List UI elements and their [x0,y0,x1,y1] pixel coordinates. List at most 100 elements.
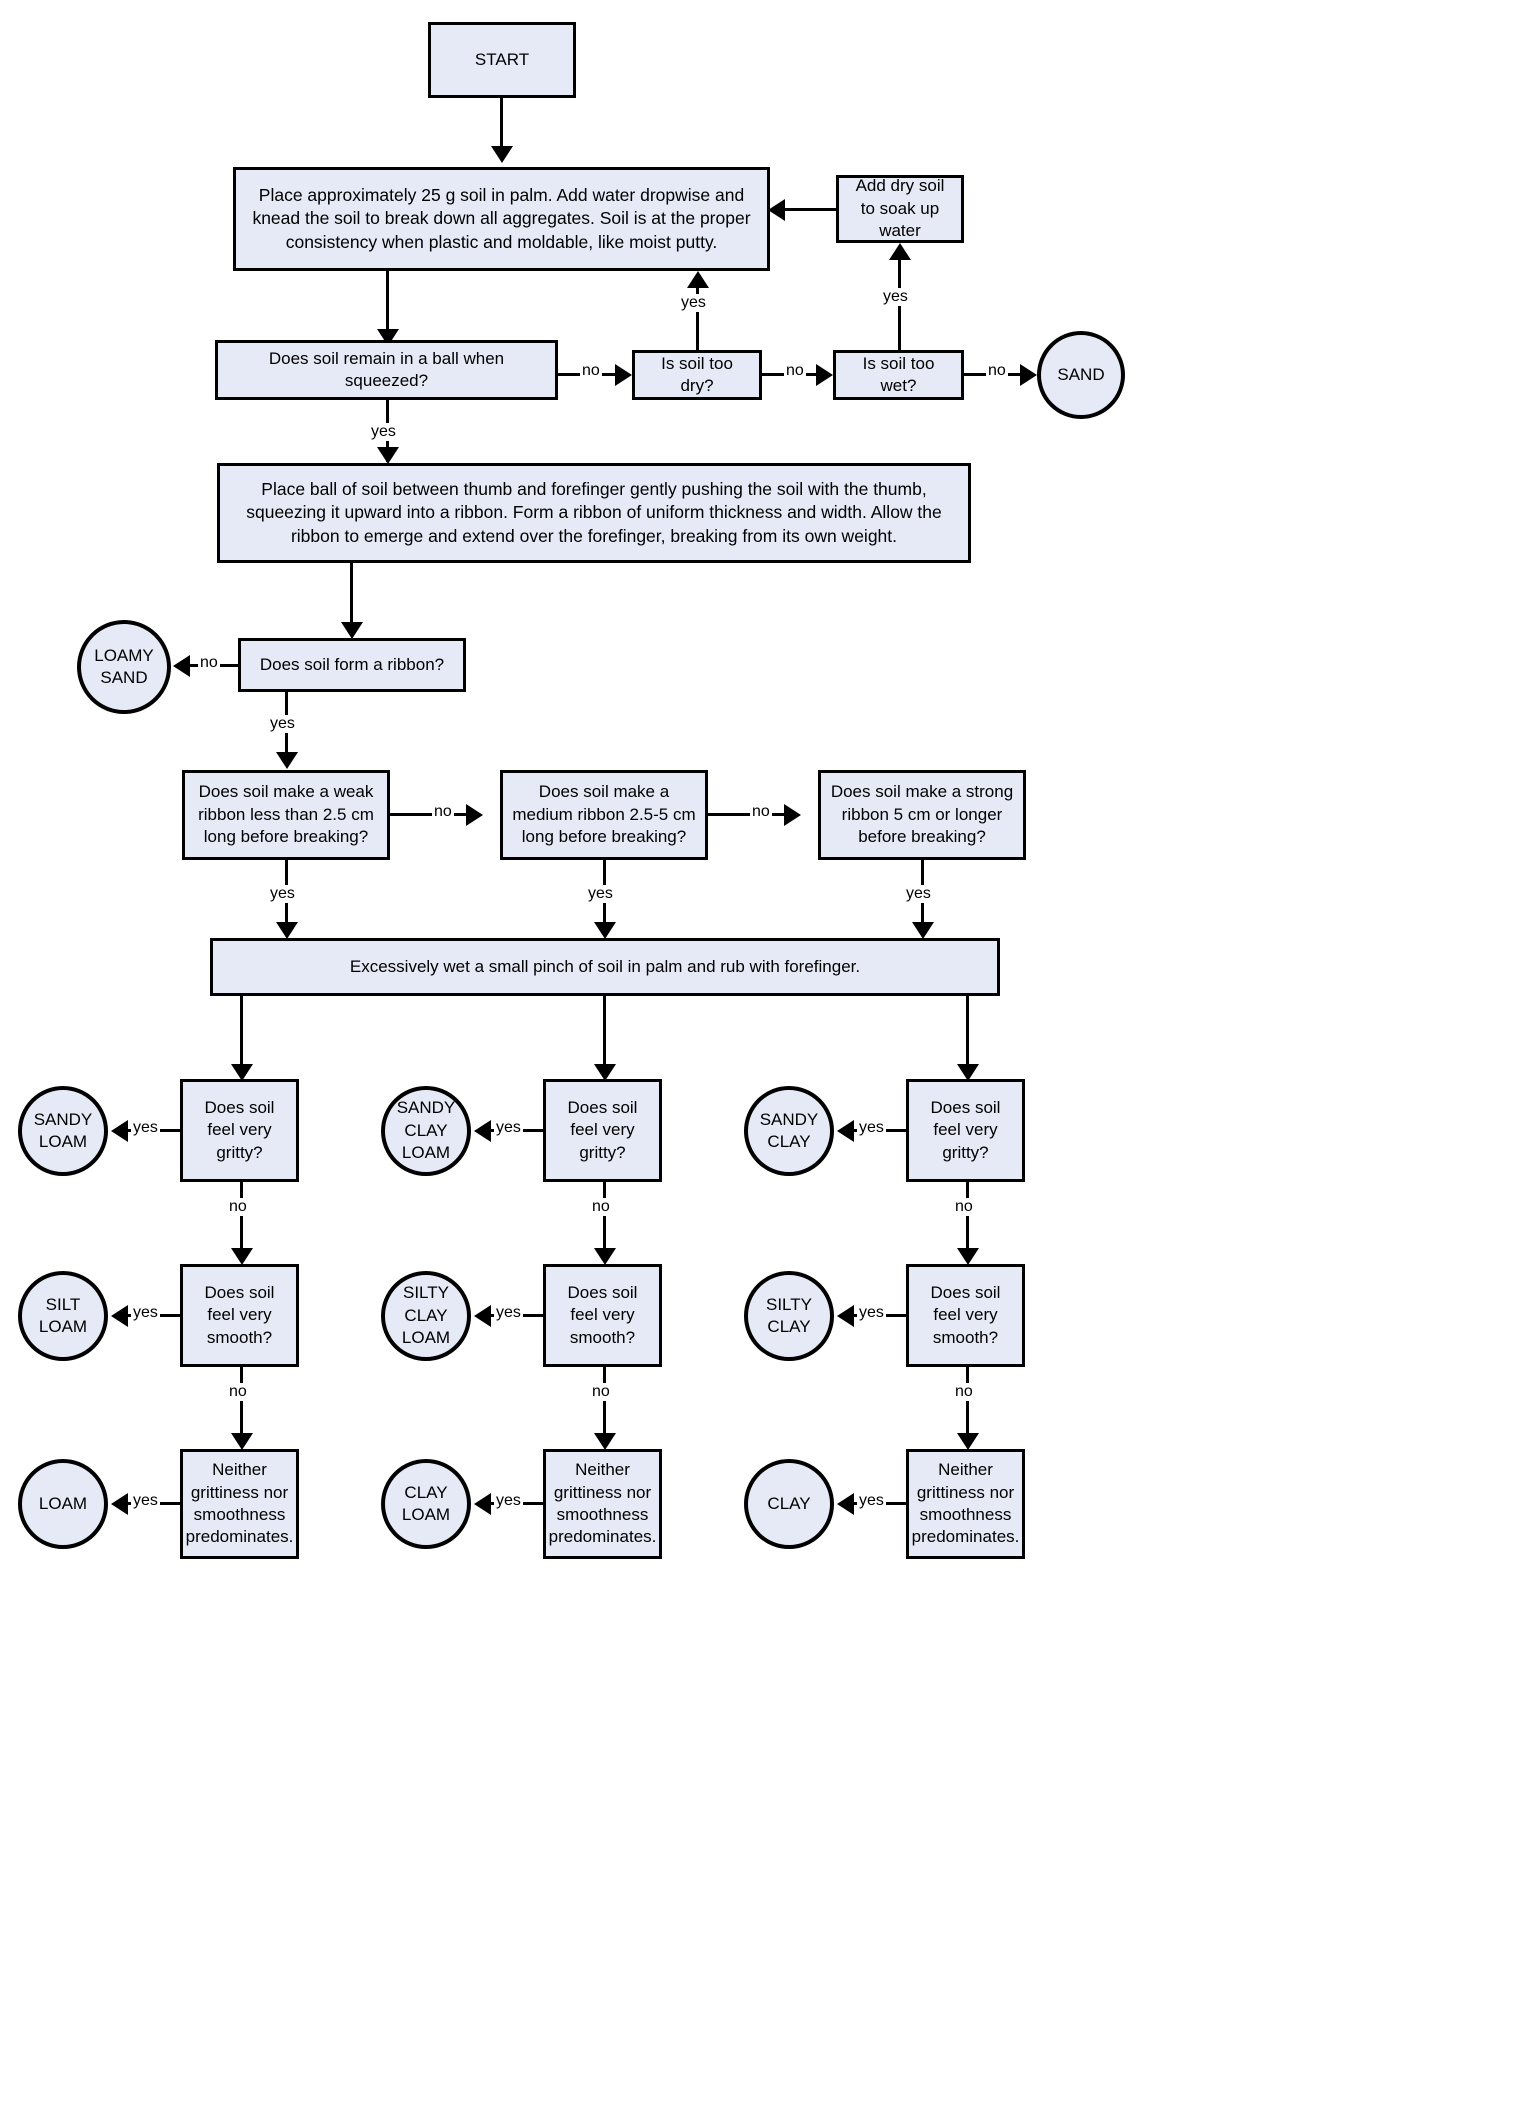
node-ball[interactable]: Does soil remain in a ball when squeezed… [215,340,558,400]
node-medium-ribbon[interactable]: Does soil make a medium ribbon 2.5-5 cm … [500,770,708,860]
arrowhead-ribbon-instr-to-form-ribbon [341,622,363,639]
node-sandy-clay-loam[interactable]: SANDY CLAY LOAM [381,1086,471,1176]
edge-label-gritty-3-no: no [953,1198,975,1216]
arrowhead-smooth-3-to-silty-clay [837,1305,854,1327]
edge-smooth-1-to-neither-1 [240,1367,243,1435]
node-neither-1[interactable]: Neither grittiness nor smoothness predom… [180,1449,299,1559]
edge-medium-to-strong [708,813,784,816]
edge-label-ball-yes: yes [369,423,398,441]
edge-label-gritty-2-no: no [590,1198,612,1216]
arrowhead-form-ribbon-to-weak [276,752,298,769]
edge-add-dry-to-prep [785,208,836,211]
arrowhead-smooth-2-to-neither-2 [594,1433,616,1450]
arrowhead-gritty-1-to-smooth-1 [231,1248,253,1265]
arrowhead-gritty-3-to-smooth-3 [957,1248,979,1265]
node-silty-clay-loam[interactable]: SILTY CLAY LOAM [381,1271,471,1361]
edge-ribbon-instr-to-form-ribbon [350,563,353,625]
edge-label-smooth-3-yes: yes [857,1304,886,1322]
edge-smooth-2-to-neither-2 [603,1367,606,1435]
arrowhead-ball-to-ribbon-instr [377,447,399,464]
edge-too-dry-yes [696,288,699,350]
edge-wet-pinch-to-gritty-3 [966,996,969,1068]
edge-weak-to-medium [390,813,466,816]
node-smooth-1[interactable]: Does soil feel very smooth? [180,1264,299,1367]
arrowhead-gritty-2-to-smooth-2 [594,1248,616,1265]
node-loamy-sand[interactable]: LOAMY SAND [77,620,171,714]
arrowhead-ball-to-too-dry [615,364,632,386]
node-clay[interactable]: CLAY [744,1459,834,1549]
node-sand[interactable]: SAND [1037,331,1125,419]
node-silt-loam[interactable]: SILT LOAM [18,1271,108,1361]
edge-label-smooth-1-yes: yes [131,1304,160,1322]
edge-gritty-2-to-smooth-2 [603,1182,606,1250]
edge-gritty-1-to-smooth-1 [240,1182,243,1250]
node-clay-loam[interactable]: CLAY LOAM [381,1459,471,1549]
node-weak-ribbon[interactable]: Does soil make a weak ribbon less than 2… [182,770,390,860]
arrowhead-wet-pinch-to-gritty-3 [957,1064,979,1081]
arrowhead-smooth-1-to-silt-loam [111,1305,128,1327]
arrowhead-too-dry-yes [687,271,709,288]
node-too-wet[interactable]: Is soil too wet? [833,350,964,400]
edge-label-too-wet-yes: yes [881,288,910,306]
arrowhead-neither-3-to-clay [837,1493,854,1515]
edge-label-smooth-1-no: no [227,1383,249,1401]
node-strong-ribbon[interactable]: Does soil make a strong ribbon 5 cm or l… [818,770,1026,860]
edge-label-too-dry-no: no [784,362,806,380]
edge-label-gritty-3-yes: yes [857,1119,886,1137]
arrowhead-gritty-1-to-sandy-loam [111,1120,128,1142]
edge-label-neither-3-yes: yes [857,1492,886,1510]
arrowhead-smooth-2-to-silty-clay-loam [474,1305,491,1327]
node-silty-clay[interactable]: SILTY CLAY [744,1271,834,1361]
arrowhead-add-dry-to-prep [768,199,785,221]
edge-label-gritty-1-yes: yes [131,1119,160,1137]
arrowhead-weak-to-wet-pinch [276,922,298,939]
arrowhead-medium-to-wet-pinch [594,922,616,939]
node-too-dry[interactable]: Is soil too dry? [632,350,762,400]
node-start[interactable]: START [428,22,576,98]
edge-gritty-3-to-smooth-3 [966,1182,969,1250]
arrowhead-gritty-2-to-sandy-clay-loam [474,1120,491,1142]
node-neither-3[interactable]: Neither grittiness nor smoothness predom… [906,1449,1025,1559]
edge-label-smooth-3-no: no [953,1383,975,1401]
edge-label-too-dry-yes: yes [679,294,708,312]
edge-label-medium-no: no [750,803,772,821]
edge-label-form-ribbon-yes: yes [268,715,297,733]
arrowhead-wet-pinch-to-gritty-1 [231,1064,253,1081]
edge-label-neither-2-yes: yes [494,1492,523,1510]
node-loam[interactable]: LOAM [18,1459,108,1549]
arrowhead-medium-to-strong [784,804,801,826]
node-sandy-clay[interactable]: SANDY CLAY [744,1086,834,1176]
arrowhead-form-ribbon-to-loamy-sand [173,655,190,677]
node-smooth-2[interactable]: Does soil feel very smooth? [543,1264,662,1367]
node-wet-pinch[interactable]: Excessively wet a small pinch of soil in… [210,938,1000,996]
edge-label-ball-no: no [580,362,602,380]
node-gritty-3[interactable]: Does soil feel very gritty? [906,1079,1025,1182]
node-gritty-2[interactable]: Does soil feel very gritty? [543,1079,662,1182]
edge-label-gritty-2-yes: yes [494,1119,523,1137]
edge-label-form-ribbon-no: no [198,654,220,672]
node-sandy-loam[interactable]: SANDY LOAM [18,1086,108,1176]
node-smooth-3[interactable]: Does soil feel very smooth? [906,1264,1025,1367]
node-prep[interactable]: Place approximately 25 g soil in palm. A… [233,167,770,271]
edge-wet-pinch-to-gritty-2 [603,996,606,1068]
edge-label-too-wet-no: no [986,362,1008,380]
node-neither-2[interactable]: Neither grittiness nor smoothness predom… [543,1449,662,1559]
edge-label-smooth-2-no: no [590,1383,612,1401]
arrowhead-too-wet-yes [889,243,911,260]
edge-label-strong-yes: yes [904,885,933,903]
edge-wet-pinch-to-gritty-1 [240,996,243,1068]
node-gritty-1[interactable]: Does soil feel very gritty? [180,1079,299,1182]
arrowhead-neither-2-to-clay-loam [474,1493,491,1515]
edge-prep-to-ball [386,271,389,329]
arrowhead-wet-pinch-to-gritty-2 [594,1064,616,1081]
node-ribbon-instruction[interactable]: Place ball of soil between thumb and for… [217,463,971,563]
arrowhead-neither-1-to-loam [111,1493,128,1515]
node-form-ribbon[interactable]: Does soil form a ribbon? [238,638,466,692]
arrowhead-start-to-prep [491,146,513,163]
arrowhead-weak-to-medium [466,804,483,826]
edge-smooth-3-to-neither-3 [966,1367,969,1435]
node-add-dry-soil[interactable]: Add dry soil to soak up water [836,175,964,243]
edge-label-weak-no: no [432,803,454,821]
arrowhead-strong-to-wet-pinch [912,922,934,939]
